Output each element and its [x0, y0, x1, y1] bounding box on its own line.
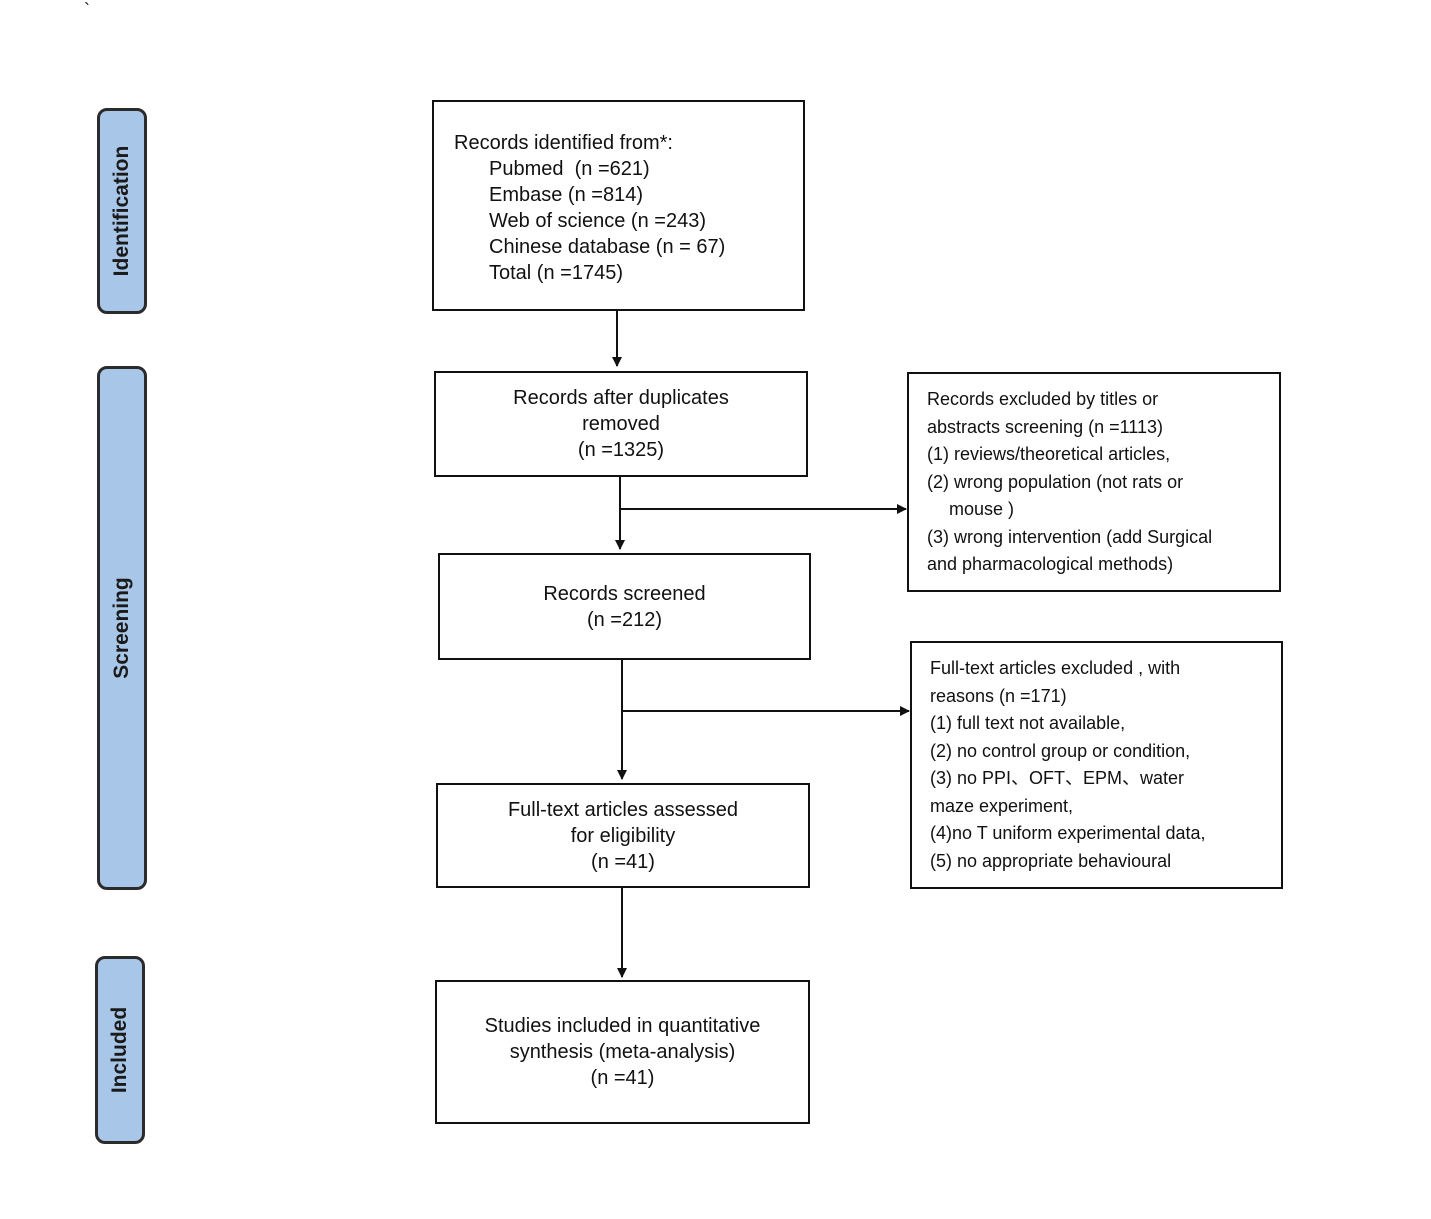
dedup-count: (n =1325) — [577, 439, 665, 461]
excluded1-line5: mouse ) — [949, 499, 1015, 519]
box-excluded-fulltext: Full-text articles excluded , with reaso… — [910, 641, 1283, 889]
phase-identification: Identification — [97, 108, 147, 314]
screened-count: (n =212) — [586, 608, 663, 631]
excluded2-line3: (1) full text not available, — [930, 713, 1126, 733]
excluded1-line7: and pharmacological methods) — [927, 554, 1174, 574]
box-after-duplicates: Records after duplicates removed (n =132… — [434, 371, 808, 477]
corner-mark: ` — [84, 0, 90, 20]
excluded2-line2: reasons (n =171) — [930, 685, 1067, 706]
identified-total: Total (n =1745) — [489, 262, 623, 284]
excluded1-line3: (1) reviews/theoretical articles, — [927, 444, 1171, 464]
excluded1-line1: Records excluded by titles or — [927, 389, 1159, 409]
fulltext-line1: Full-text articles assessed — [507, 798, 739, 821]
identified-pubmed: Pubmed (n =621) — [489, 158, 650, 180]
excluded2-line5: (3) no PPI、OFT、EPM、water — [930, 768, 1185, 788]
excluded2-line1: Full-text articles excluded , with — [930, 658, 1181, 678]
excluded2-line6: maze experiment, — [930, 795, 1074, 816]
box-excluded-title-abstract: Records excluded by titles or abstracts … — [907, 372, 1281, 592]
excluded1-line4: (2) wrong population (not rats or — [927, 471, 1184, 492]
excluded2-line4: (2) no control group or condition, — [930, 740, 1191, 761]
fulltext-count: (n =41) — [591, 850, 655, 873]
fulltext-line2: for eligibility — [570, 824, 676, 847]
excluded2-line8: (5) no appropriate behavioural — [930, 850, 1172, 871]
identified-wos: Web of science (n =243) — [489, 210, 706, 232]
identified-heading: Records identified from*: — [454, 132, 673, 154]
included-count: (n =41) — [590, 1067, 655, 1089]
identified-embase: Embase (n =814) — [489, 184, 643, 206]
box-studies-included: Studies included in quantitative synthes… — [435, 980, 810, 1124]
identified-chinese: Chinese database (n = 67) — [489, 236, 726, 258]
box-records-identified: Records identified from*: Pubmed (n =621… — [432, 100, 805, 311]
box-fulltext-assessed: Full-text articles assessed for eligibil… — [436, 783, 810, 888]
included-line1: Studies included in quantitative — [484, 1015, 761, 1037]
phase-screening: Screening — [97, 366, 147, 890]
excluded2-line7: (4)no T uniform experimental data, — [930, 823, 1206, 843]
screened-line1: Records screened — [543, 582, 706, 605]
phase-included: Included — [95, 956, 145, 1144]
included-line2: synthesis (meta-analysis) — [509, 1041, 736, 1063]
box-records-screened: Records screened (n =212) — [438, 553, 811, 660]
excluded1-line6: (3) wrong intervention (add Surgical — [927, 526, 1213, 547]
dedup-line1: Records after duplicates — [513, 387, 729, 409]
dedup-line2: removed — [582, 413, 660, 435]
excluded1-line2: abstracts screening (n =1113) — [927, 416, 1163, 437]
